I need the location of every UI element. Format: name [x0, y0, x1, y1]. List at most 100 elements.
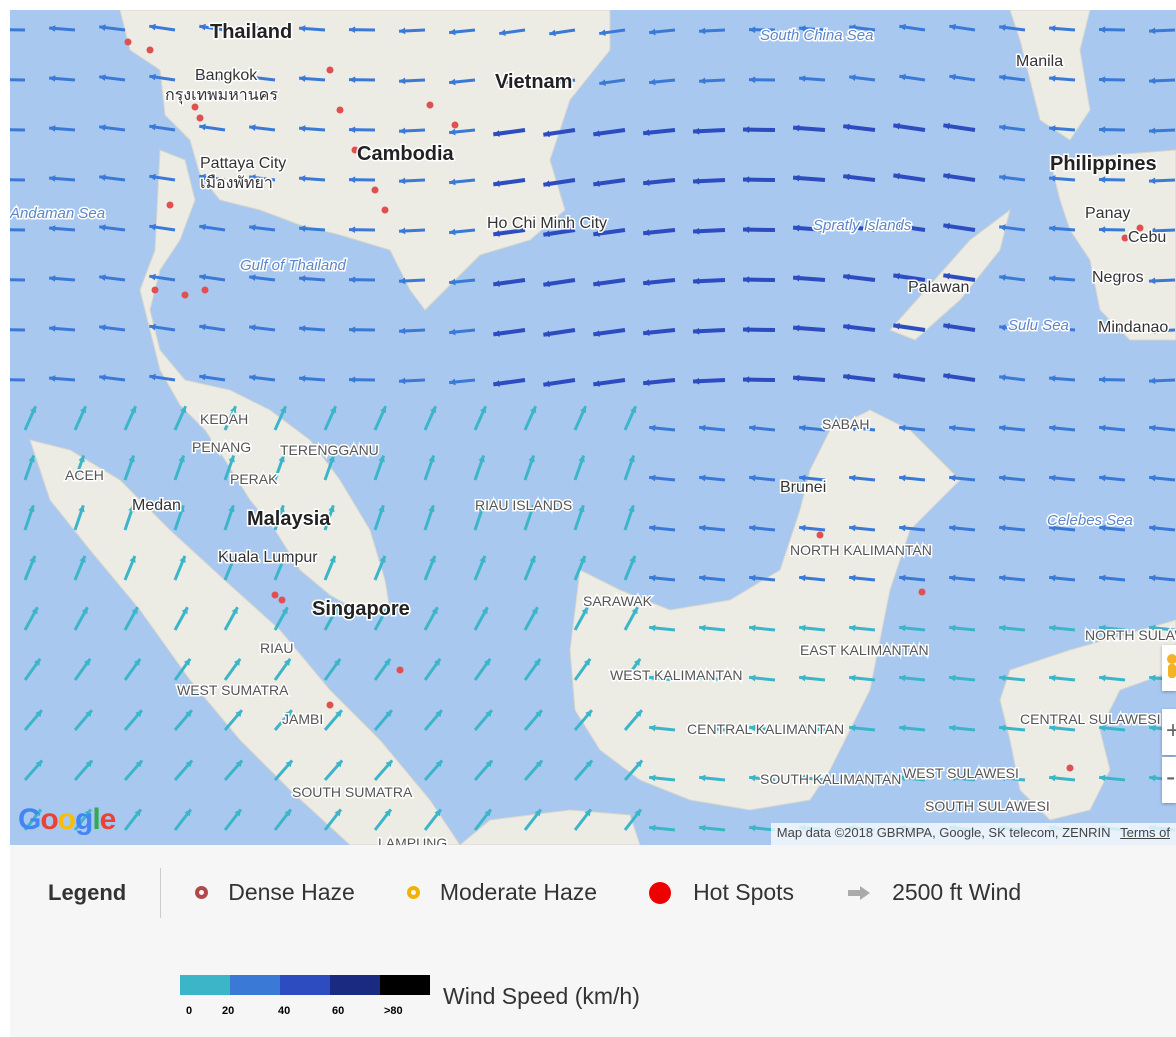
- region-label: LAMPUNG: [378, 835, 447, 845]
- wind-arrow-head: [1049, 724, 1056, 732]
- attribution-text: Map data ©2018 GBRMPA, Google, SK teleco…: [776, 825, 1111, 840]
- wind-arrow-head: [335, 760, 343, 768]
- hot-spot-marker[interactable]: [151, 286, 159, 294]
- hot-spot-marker[interactable]: [1066, 764, 1074, 772]
- hot-spot-marker[interactable]: [451, 121, 459, 129]
- wind-arrow-head: [449, 128, 456, 136]
- wind-arrow-head: [228, 455, 235, 463]
- sea-label: Sulu Sea: [1008, 317, 1069, 334]
- wind-arrow-head: [484, 809, 491, 817]
- wind-arrow-head: [543, 130, 550, 138]
- wind-arrow-head: [693, 327, 700, 335]
- wind-arrow-head: [378, 505, 385, 513]
- wind-arrow-head: [1099, 276, 1106, 283]
- wind-arrow-head: [1049, 375, 1056, 382]
- moderate-haze-ring-icon: [406, 886, 420, 899]
- wind-arrow-head: [178, 455, 185, 463]
- hot-spot-marker[interactable]: [371, 186, 379, 194]
- wind-arrow-head: [949, 574, 956, 582]
- hot-spot-marker[interactable]: [396, 666, 404, 674]
- zoom-in-button[interactable]: +: [1162, 709, 1176, 755]
- wind-arrow-head: [949, 624, 956, 632]
- wind-arrow-head: [129, 555, 136, 563]
- street-view-pegman[interactable]: [1162, 645, 1176, 691]
- wind-speed-tick: 20: [222, 1005, 235, 1017]
- hot-spot-marker[interactable]: [816, 531, 824, 539]
- wind-arrow-head: [349, 276, 356, 284]
- city-label: Cebu: [1128, 229, 1166, 246]
- hot-spot-marker[interactable]: [146, 46, 154, 54]
- hot-spot-marker[interactable]: [271, 591, 279, 599]
- wind-arrow-head: [185, 710, 192, 718]
- wind-arrow-head: [183, 658, 191, 666]
- hot-spot-marker[interactable]: [1121, 234, 1129, 242]
- wind-arrow-head: [99, 24, 106, 31]
- wind-arrow-head: [949, 524, 956, 532]
- wind-arrow-head: [749, 824, 756, 832]
- land-indochina: [119, 10, 611, 311]
- hot-spot-marker[interactable]: [326, 701, 334, 709]
- wind-arrow-head: [433, 658, 441, 666]
- wind-arrow-head: [1099, 574, 1106, 582]
- wind-arrow-head: [278, 455, 285, 463]
- wind-arrow-head: [230, 406, 237, 414]
- country-label: Vietnam: [495, 71, 572, 93]
- legend-panel: Legend Dense Haze Moderate Haze Hot Spot…: [10, 845, 1176, 1037]
- hot-spot-marker[interactable]: [191, 103, 199, 111]
- wind-arrow-head: [599, 79, 606, 87]
- wind-arrow-head: [1049, 674, 1056, 682]
- terms-link[interactable]: Terms of: [1120, 825, 1170, 840]
- country-label: Thailand: [210, 21, 292, 43]
- wind-arrow-head: [435, 760, 443, 768]
- wind-arrow-head: [749, 674, 756, 682]
- wind-arrow-head: [449, 278, 456, 286]
- wind-arrow-head: [493, 380, 500, 387]
- hot-spot-marker[interactable]: [426, 101, 434, 109]
- wind-arrow-head: [1099, 774, 1106, 782]
- hot-spot-marker[interactable]: [918, 588, 926, 596]
- city-label: เมืองพัทยา: [200, 174, 273, 192]
- wind-arrow-head: [999, 324, 1006, 331]
- region-label: PERAK: [230, 471, 278, 487]
- wind-arrow-head: [80, 406, 87, 414]
- wind-arrow-head: [229, 555, 236, 563]
- wind-arrow-head: [1049, 75, 1056, 82]
- hot-spot-marker[interactable]: [1136, 224, 1144, 232]
- zoom-out-button[interactable]: -: [1162, 757, 1176, 803]
- wind-arrow-head: [99, 374, 106, 381]
- wind-arrow-head: [693, 177, 700, 185]
- hot-spot-marker[interactable]: [351, 146, 359, 154]
- wind-arrow-head: [593, 130, 600, 137]
- hot-spot-marker[interactable]: [196, 114, 204, 122]
- google-logo[interactable]: Google: [18, 803, 116, 836]
- wind-speed-swatch-0: [180, 975, 230, 995]
- wind-arrow-head: [1099, 376, 1106, 383]
- hot-spot-marker[interactable]: [201, 286, 209, 294]
- wind-arrow-head: [131, 607, 138, 615]
- wind-arrow-head: [799, 75, 806, 82]
- hot-spot-marker[interactable]: [124, 38, 132, 46]
- hot-spot-marker[interactable]: [326, 66, 334, 74]
- wind-arrow-head: [49, 325, 56, 332]
- wind-arrow-head: [285, 710, 292, 718]
- wind-arrow-head: [1099, 326, 1106, 333]
- wind-arrow-head: [128, 455, 135, 463]
- hot-spot-marker[interactable]: [278, 596, 286, 604]
- wind-arrow-head: [399, 177, 406, 185]
- wind-arrow-head: [135, 760, 143, 768]
- region-label: SOUTH KALIMANTAN: [760, 771, 901, 787]
- wind-arrow-head: [943, 222, 950, 230]
- country-label: Malaysia: [247, 508, 331, 530]
- wind-arrows-layer: [10, 23, 1176, 832]
- wind-arrow-head: [49, 225, 56, 232]
- hot-spot-marker[interactable]: [381, 206, 389, 214]
- wind-arrow-head: [278, 505, 285, 513]
- wind-arrow-head: [849, 724, 856, 732]
- wind-arrow-head: [449, 78, 456, 86]
- wind-arrow-head: [231, 607, 238, 615]
- hot-spot-marker[interactable]: [181, 291, 189, 299]
- hot-spot-marker[interactable]: [336, 106, 344, 114]
- hot-spot-marker[interactable]: [166, 201, 174, 209]
